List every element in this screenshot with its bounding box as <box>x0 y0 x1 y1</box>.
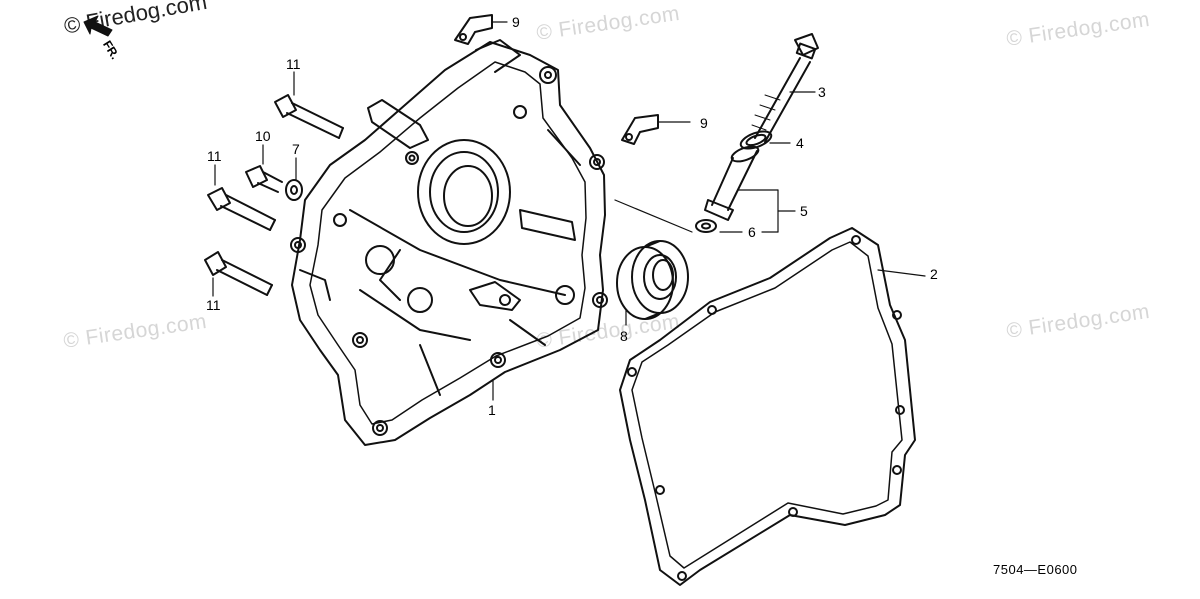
callout-1: 1 <box>488 402 496 418</box>
clamp-clip-part-top <box>454 14 493 45</box>
flange-bolt-part-lower <box>204 251 273 296</box>
callout-11-lower: 11 <box>206 297 221 313</box>
callout-4: 4 <box>796 135 804 151</box>
gasket-part <box>619 227 916 586</box>
diagram-code: 7504—E0600 <box>993 562 1078 577</box>
oil-filler-pipe-part <box>704 145 760 221</box>
callout-7: 7 <box>292 141 300 157</box>
oil-level-gauge-part <box>751 33 819 143</box>
crankcase-cover-part <box>290 39 608 446</box>
callout-3: 3 <box>818 84 826 100</box>
flange-bolt-part-upper <box>274 94 344 139</box>
callout-5: 5 <box>800 203 808 219</box>
callout-9-top: 9 <box>512 14 520 30</box>
callout-11-upper: 11 <box>286 56 301 72</box>
callout-11-middle: 11 <box>207 148 222 164</box>
front-arrow-icon <box>83 15 113 37</box>
flange-bolt-part-middle <box>207 187 276 231</box>
callout-8: 8 <box>620 328 628 344</box>
drain-bolt-part <box>245 165 283 193</box>
clamp-clip-part-mid <box>621 114 659 145</box>
callout-9-mid: 9 <box>700 115 708 131</box>
callout-10: 10 <box>255 128 271 144</box>
oil-seal-part <box>616 240 689 320</box>
drain-washer-part <box>285 179 303 201</box>
drain-plug-washer-part <box>614 199 717 233</box>
callout-2: 2 <box>930 266 938 282</box>
o-ring-part <box>739 130 773 150</box>
callout-6: 6 <box>748 224 756 240</box>
leader-lines <box>212 21 926 401</box>
